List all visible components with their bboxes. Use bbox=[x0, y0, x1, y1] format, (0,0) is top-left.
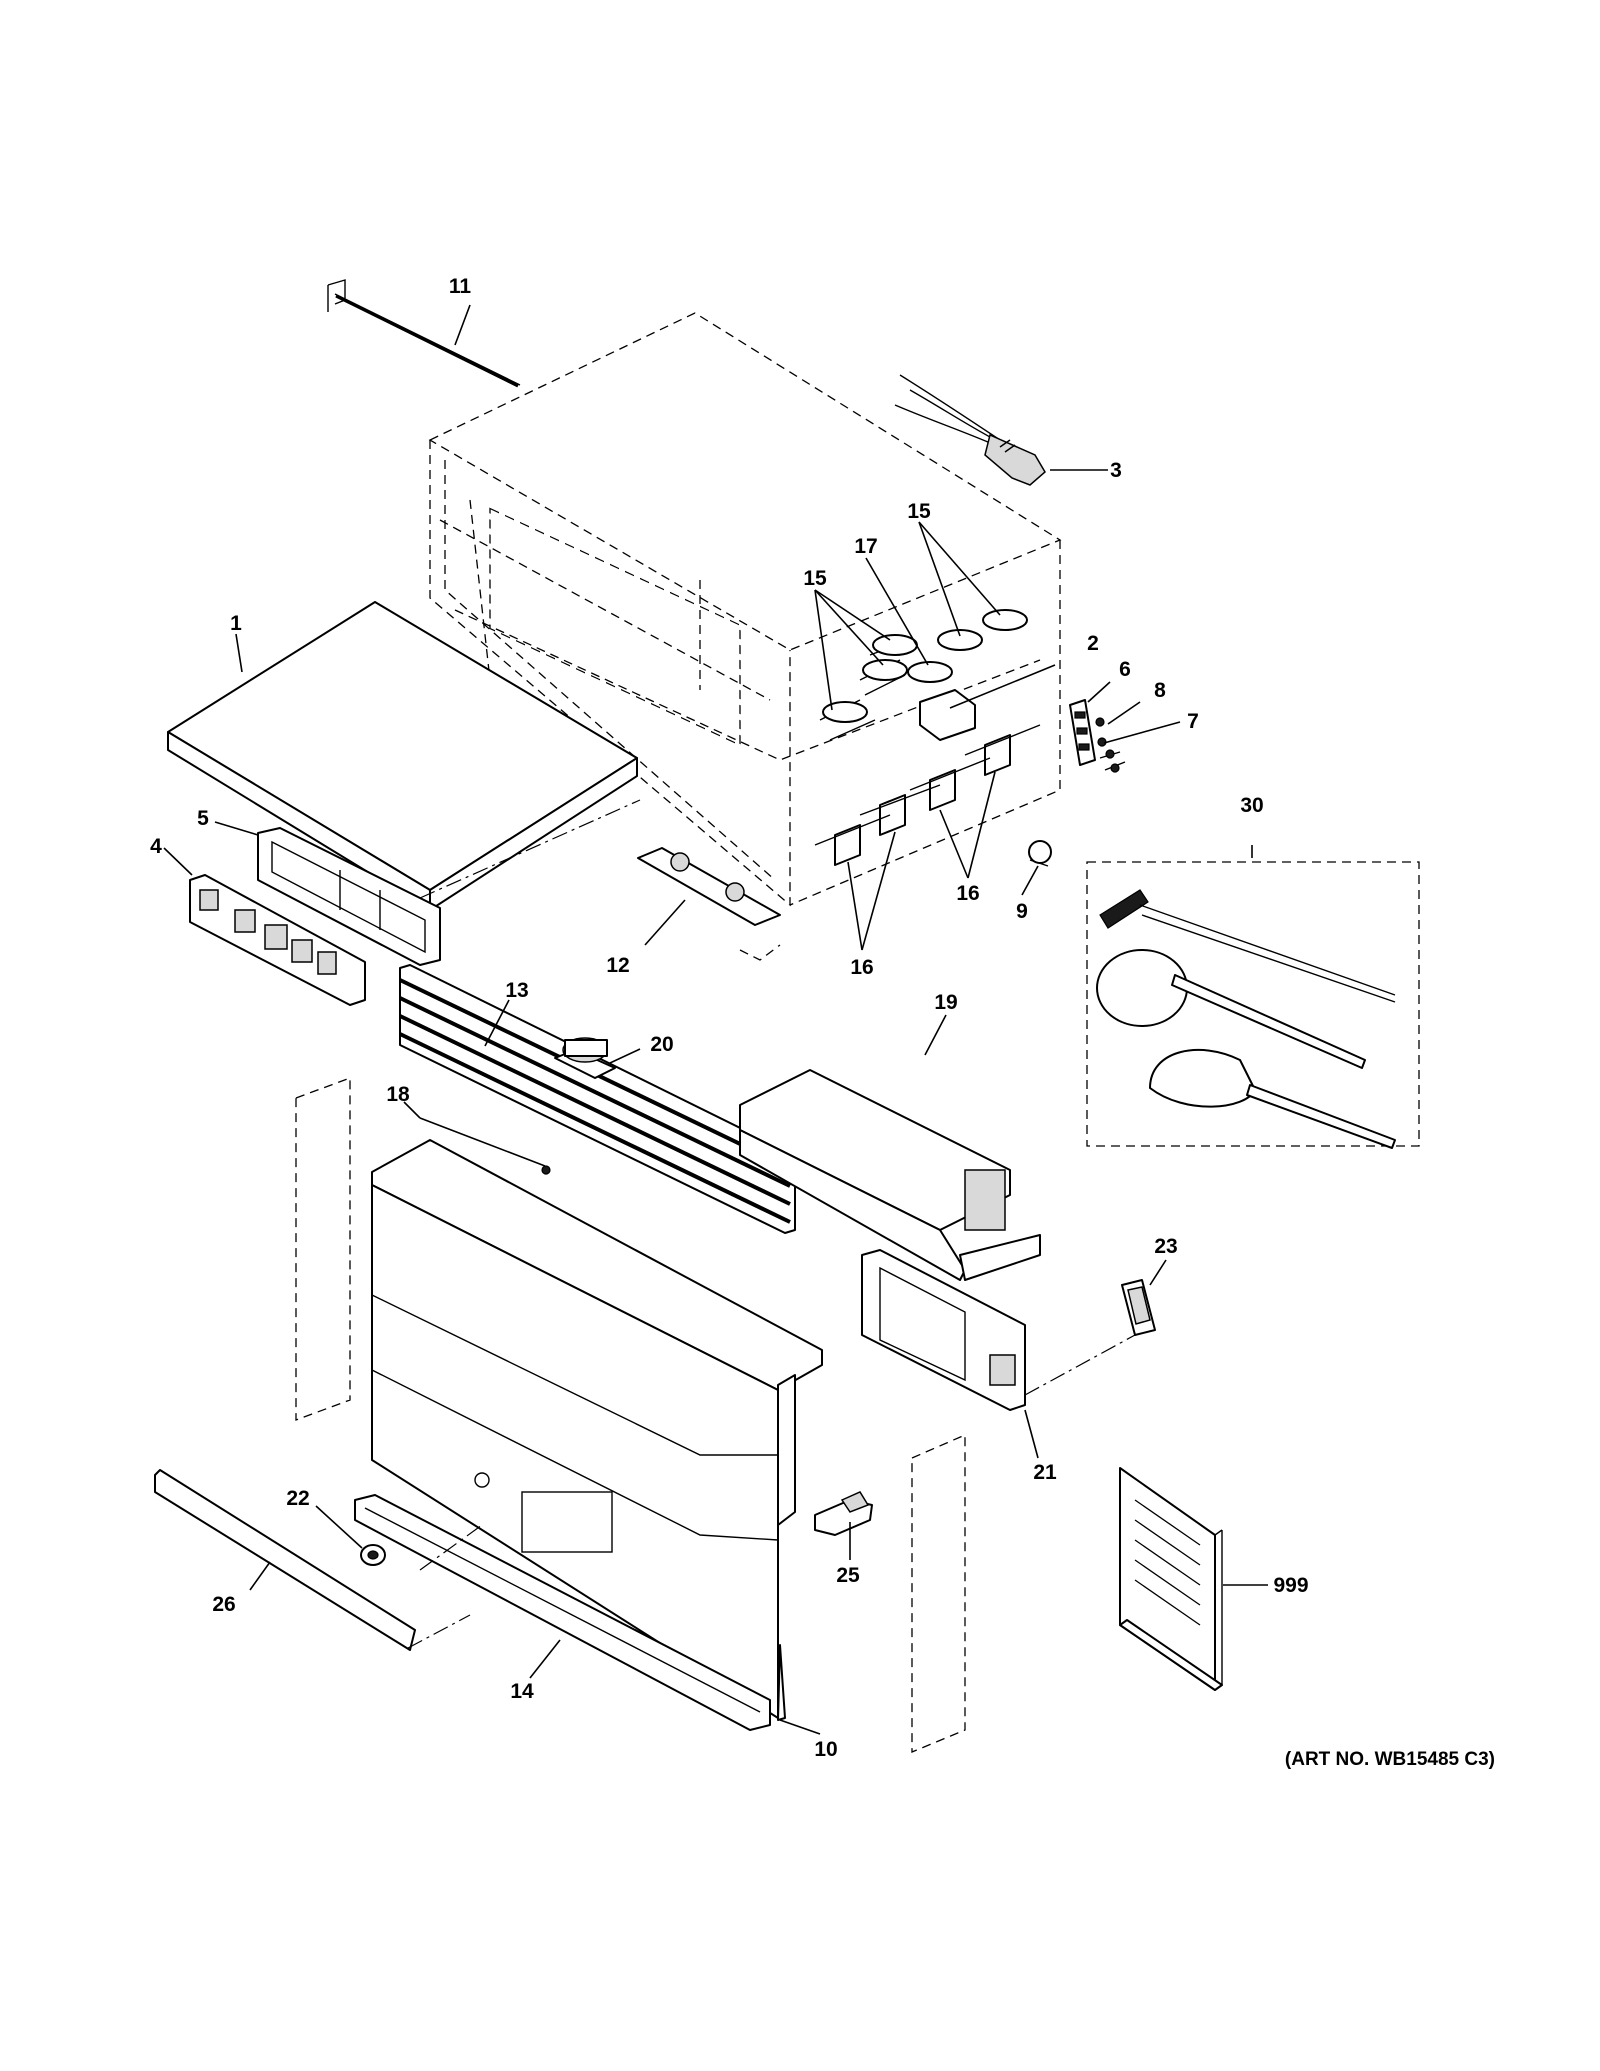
part-23-knob bbox=[1121, 1279, 1156, 1336]
part-18-screw bbox=[541, 1165, 551, 1175]
callout-label: 11 bbox=[449, 275, 472, 298]
callout-9: 9 bbox=[1016, 900, 1028, 923]
callout-label: 22 bbox=[286, 1487, 309, 1510]
callout-label: 18 bbox=[386, 1083, 410, 1106]
part-15-element-terminals bbox=[819, 609, 1028, 741]
callout-4: 4 bbox=[150, 835, 162, 858]
callout-30: 30 bbox=[1240, 794, 1263, 817]
part-9-thermal-switch bbox=[1028, 840, 1052, 867]
callout-label: 16 bbox=[956, 882, 979, 905]
callout-label: 8 bbox=[1154, 679, 1166, 702]
part-5-control-frame bbox=[257, 827, 441, 966]
callout-18: 18 bbox=[386, 1083, 410, 1106]
callout-16-bottom: 16 bbox=[850, 956, 873, 979]
callout-20: 20 bbox=[650, 1033, 673, 1056]
callout-label: 9 bbox=[1016, 900, 1028, 923]
part-6-terminal-block bbox=[1069, 699, 1096, 766]
callout-label: 999 bbox=[1273, 1574, 1308, 1597]
part-16-element-brackets bbox=[814, 724, 1041, 866]
side-panel-right bbox=[911, 1434, 966, 1753]
alignment-lines bbox=[407, 799, 1136, 1649]
callout-17: 17 bbox=[854, 535, 877, 558]
callout-6: 6 bbox=[1119, 658, 1131, 681]
callout-label: 26 bbox=[212, 1593, 235, 1616]
callout-7: 7 bbox=[1187, 710, 1199, 733]
callout-label: 10 bbox=[814, 1738, 837, 1761]
part-19-fan-housing bbox=[739, 1069, 1041, 1281]
callout-21: 21 bbox=[1033, 1461, 1057, 1484]
callout-label: 15 bbox=[803, 567, 827, 590]
part-30-accessory-kit bbox=[1086, 861, 1420, 1149]
part-20-motor bbox=[554, 1037, 616, 1079]
part-999-manual bbox=[1119, 1467, 1223, 1691]
callout-label: 23 bbox=[1154, 1235, 1177, 1258]
leader-lines bbox=[163, 304, 1268, 1735]
callout-14: 14 bbox=[510, 1680, 534, 1703]
part-14-bottom-trim bbox=[354, 1494, 771, 1731]
callout-labels: 11 1 3 15 17 15 2 6 8 7 30 5 4 16 9 12 1… bbox=[150, 275, 1308, 1761]
part-10-front-frame bbox=[371, 1139, 823, 1721]
callout-10: 10 bbox=[814, 1738, 837, 1761]
callout-8: 8 bbox=[1154, 679, 1166, 702]
part-21-control-panel bbox=[861, 1249, 1026, 1411]
callout-999: 999 bbox=[1273, 1574, 1308, 1597]
callout-13: 13 bbox=[505, 979, 528, 1002]
callout-11: 11 bbox=[449, 275, 472, 298]
callout-label: 2 bbox=[1087, 632, 1099, 655]
part-25-hinge-bracket bbox=[814, 1491, 873, 1536]
callout-22: 22 bbox=[286, 1487, 309, 1510]
callout-3: 3 bbox=[1110, 459, 1122, 482]
callout-label: 13 bbox=[505, 979, 528, 1002]
callout-label: 21 bbox=[1033, 1461, 1057, 1484]
side-panel-left bbox=[295, 1077, 351, 1421]
callout-label: 16 bbox=[850, 956, 873, 979]
callout-label: 19 bbox=[934, 991, 957, 1014]
callout-label: 17 bbox=[854, 535, 877, 558]
callout-label: 12 bbox=[606, 954, 629, 977]
part-12-terminal-bracket bbox=[637, 847, 781, 926]
part-4-control-board bbox=[189, 874, 366, 1006]
callout-label: 6 bbox=[1119, 658, 1131, 681]
part-11-probe-rod bbox=[327, 279, 521, 388]
part-2-relay bbox=[919, 689, 976, 741]
part-7-screw bbox=[1099, 749, 1126, 773]
callout-12: 12 bbox=[606, 954, 629, 977]
part-26-trim-strip bbox=[154, 1469, 416, 1651]
callout-label: 3 bbox=[1110, 459, 1122, 482]
callout-19: 19 bbox=[934, 991, 957, 1014]
callout-2: 2 bbox=[1087, 632, 1099, 655]
callout-16-right: 16 bbox=[956, 882, 979, 905]
callout-15-left: 15 bbox=[803, 567, 827, 590]
callout-label: 25 bbox=[836, 1564, 860, 1587]
callout-26: 26 bbox=[212, 1593, 235, 1616]
part-3-wire-connector bbox=[894, 374, 1046, 486]
callout-label: 1 bbox=[230, 612, 242, 635]
callout-label: 30 bbox=[1240, 794, 1263, 817]
callout-5: 5 bbox=[197, 807, 209, 830]
art-number: (ART NO. WB15485 C3) bbox=[1285, 1749, 1495, 1770]
callout-1: 1 bbox=[230, 612, 242, 635]
callout-15-right: 15 bbox=[907, 500, 931, 523]
callout-label: 5 bbox=[197, 807, 209, 830]
callout-label: 14 bbox=[510, 1680, 534, 1703]
callout-label: 4 bbox=[150, 835, 162, 858]
callout-label: 15 bbox=[907, 500, 931, 523]
part-1-top-cover bbox=[167, 601, 638, 911]
callout-25: 25 bbox=[836, 1564, 860, 1587]
part-8-screw bbox=[1095, 717, 1107, 747]
callout-label: 7 bbox=[1187, 710, 1199, 733]
part-22-indicator-light bbox=[360, 1544, 386, 1566]
callout-label: 20 bbox=[650, 1033, 673, 1056]
callout-23: 23 bbox=[1154, 1235, 1177, 1258]
